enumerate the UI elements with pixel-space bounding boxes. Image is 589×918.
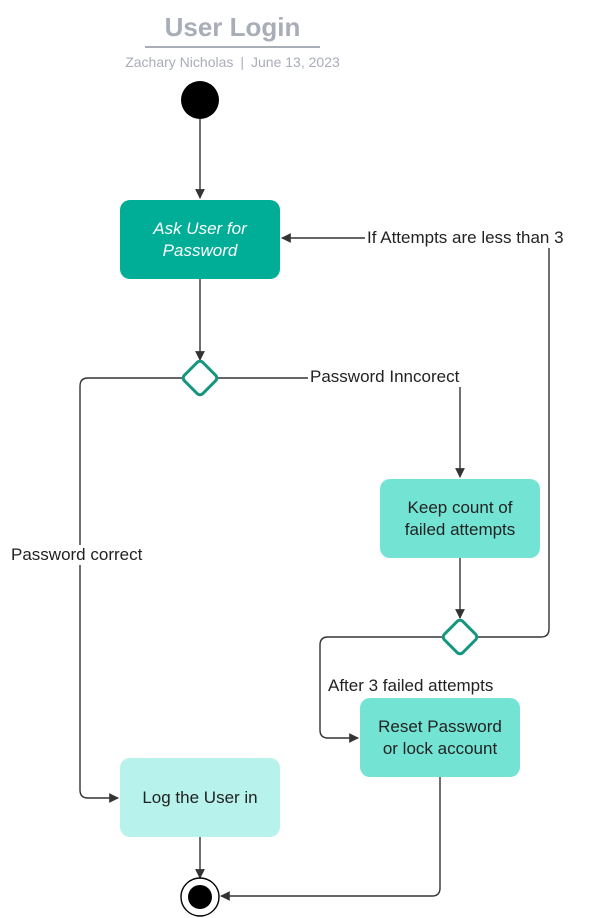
edge-decision-to-reset <box>319 636 442 743</box>
decision-diamond-attempts <box>441 618 479 656</box>
diagram-meta: Zachary Nicholas | June 13, 2023 <box>100 54 365 70</box>
node-keep-count: Keep count of failed attempts <box>380 479 540 558</box>
node-keep-count-label: Keep count of failed attempts <box>404 497 516 539</box>
title-underline <box>145 46 320 48</box>
author-name: Zachary Nicholas <box>125 54 234 70</box>
end-node-core <box>188 885 212 909</box>
node-reset-password: Reset Password or lock account <box>360 698 520 777</box>
node-ask-password-label: Ask User for Password <box>153 218 247 260</box>
node-log-in-label: Log the User in <box>142 787 258 807</box>
label-after-3-failed: After 3 failed attempts <box>326 676 496 696</box>
decision-diamond-password <box>181 359 219 397</box>
edge-decision-to-incorrect <box>218 377 465 478</box>
node-reset-password-label: Reset Password or lock account <box>378 716 502 758</box>
edge-decision-loop-back <box>281 233 550 638</box>
node-ask-password: Ask User for Password <box>120 200 280 279</box>
label-password-correct: Password correct <box>9 545 145 565</box>
diagram-date: June 13, 2023 <box>251 54 340 70</box>
node-log-in: Log the User in <box>120 758 280 837</box>
meta-separator: | <box>240 54 245 70</box>
label-attempts-less-than-3: If Attempts are less than 3 <box>365 228 566 248</box>
label-password-incorrect: Password Inncorect <box>308 367 462 387</box>
diagram-title: User Login <box>164 12 301 42</box>
edge-decision-to-correct <box>79 377 182 803</box>
start-node <box>181 81 219 119</box>
edge-reset-to-end <box>220 777 441 901</box>
